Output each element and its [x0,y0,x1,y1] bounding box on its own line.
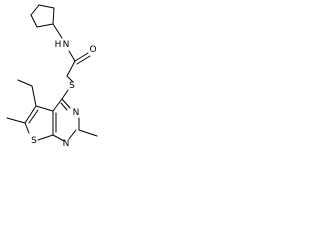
amide-hydrogen-label: H [55,40,62,50]
amide-nitrogen-label: N [63,40,70,50]
bond [66,75,74,83]
bond [38,4,55,9]
thiophene-ring [24,105,54,141]
bond [52,98,63,112]
thiophene-sulfur-label: S [31,136,37,146]
bond [76,55,91,65]
bond [6,117,26,124]
bond [52,134,65,142]
bond [74,52,89,62]
bond [28,109,39,124]
pyrimidine-nitrogen-bottom-label: N [63,139,70,149]
bond [68,50,76,62]
pyrimidine-ring [52,98,80,142]
pyrimidine-nitrogen-top-label: N [73,108,80,118]
bond [61,89,69,100]
thioether-sulfur-label: S [69,81,75,91]
bond [37,134,54,141]
bond [60,102,68,111]
bond [31,85,37,107]
bond [52,7,55,25]
bond [24,122,30,134]
carbonyl-oxygen-label: O [89,45,96,55]
bond [78,129,98,137]
bond [24,105,37,124]
bond [36,23,54,28]
bond [35,105,54,112]
bond [30,4,40,16]
bond [61,98,71,109]
bond [66,60,76,77]
cyclopentyl-ring [30,4,55,28]
bond [17,79,33,87]
bond [30,14,38,28]
bond [52,23,63,39]
bond [68,129,77,140]
molecule-structure: N H O S N N S [6,4,98,149]
